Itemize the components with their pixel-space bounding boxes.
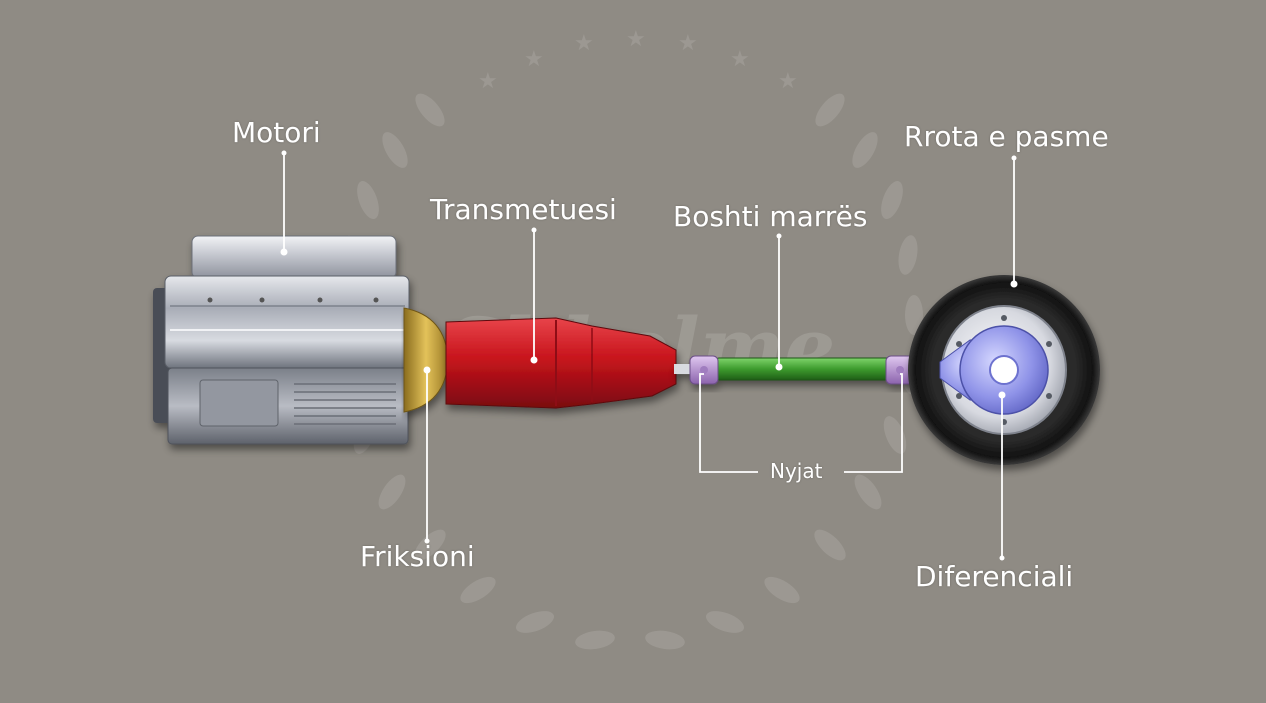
leader-dots <box>280 150 1018 561</box>
label-motori: Motori <box>232 116 321 149</box>
label-diferenciali: Diferenciali <box>915 560 1074 593</box>
engine-head <box>164 275 410 369</box>
label-rrota-e-pasme: Rrota e pasme <box>904 120 1109 153</box>
svg-text:★: ★ <box>778 69 798 94</box>
leader-lines <box>283 153 1015 558</box>
label-nyjat: Nyjat <box>770 459 823 483</box>
transmission <box>445 317 677 409</box>
clutch <box>403 307 449 413</box>
leader-nyjat-left <box>699 373 758 473</box>
svg-text:★: ★ <box>730 47 750 72</box>
wreath-stars: ★ ★ ★ ★ ★ ★ ★ <box>478 27 798 94</box>
svg-text:★: ★ <box>574 31 594 56</box>
svg-text:★: ★ <box>678 31 698 56</box>
leader-nyjat-right <box>844 373 903 473</box>
shaft-green <box>715 357 895 381</box>
engine-top-cover <box>191 235 397 279</box>
label-boshti-marres: Boshti marrës <box>673 200 868 233</box>
differential <box>939 325 1049 415</box>
label-transmetuesi: Transmetuesi <box>430 193 617 226</box>
svg-text:★: ★ <box>626 27 646 52</box>
engine <box>153 235 410 445</box>
svg-text:★: ★ <box>524 47 544 72</box>
shaft-stub-front <box>674 364 696 374</box>
svg-text:★: ★ <box>478 69 498 94</box>
label-friksioni: Friksioni <box>360 540 475 573</box>
